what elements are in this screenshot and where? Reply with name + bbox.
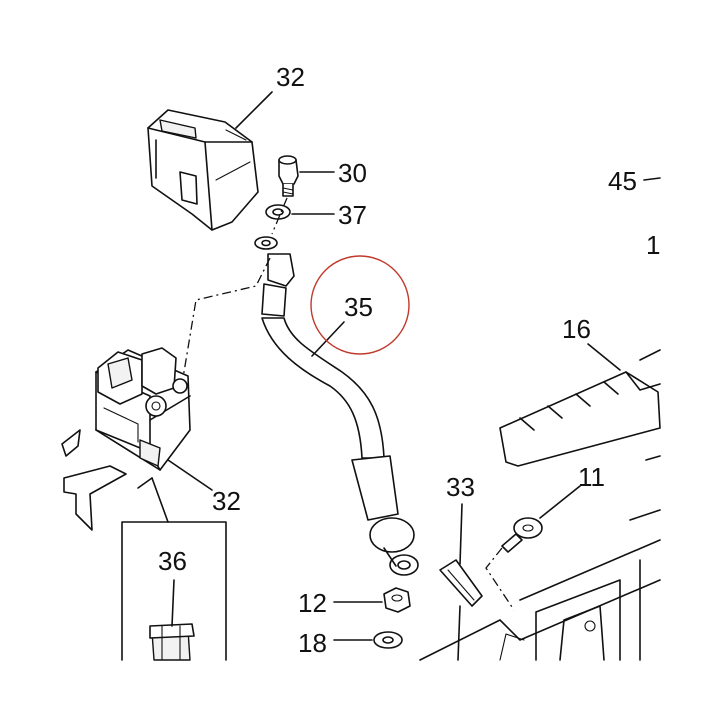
callout-32-bottom: 32 bbox=[212, 486, 241, 516]
callout-33: 33 bbox=[446, 472, 475, 502]
assembly-centerline-bolt bbox=[271, 197, 288, 235]
leader-45 bbox=[643, 177, 661, 181]
callout-1: 1 bbox=[646, 230, 660, 260]
leader-32-top bbox=[235, 91, 273, 129]
callout-11: 11 bbox=[578, 462, 605, 492]
callout-45: 45 bbox=[608, 166, 637, 196]
callout-35: 35 bbox=[344, 292, 373, 322]
starter-relay-part bbox=[95, 347, 191, 471]
battery-cable-part bbox=[254, 236, 419, 576]
battery-tray-part bbox=[419, 455, 661, 661]
callout-36: 36 bbox=[158, 546, 187, 576]
callout-16: 16 bbox=[562, 314, 591, 344]
clip-part bbox=[439, 559, 483, 661]
bracket-part bbox=[499, 349, 661, 467]
callout-32-top: 32 bbox=[276, 62, 305, 92]
leader-11 bbox=[539, 485, 581, 519]
fuse-detail-frame bbox=[121, 477, 227, 661]
leader-32-bottom bbox=[167, 459, 213, 491]
assembly-centerline-screw bbox=[485, 547, 515, 611]
assembly-centerline-terminal bbox=[181, 257, 271, 385]
highlight-circle bbox=[310, 255, 410, 355]
mounting-bracket-part bbox=[61, 429, 127, 531]
nut-part bbox=[383, 587, 411, 613]
relay-cover-part bbox=[147, 109, 259, 231]
callout-12: 12 bbox=[298, 588, 327, 618]
screw-part bbox=[501, 517, 543, 553]
callout-18: 18 bbox=[298, 628, 327, 658]
leader-33 bbox=[459, 503, 463, 565]
leader-35 bbox=[311, 321, 345, 357]
washer-part bbox=[265, 204, 291, 220]
bolt-part bbox=[278, 155, 299, 197]
callout-37: 37 bbox=[338, 200, 367, 230]
leader-16 bbox=[587, 343, 621, 371]
fuse-part bbox=[149, 623, 195, 661]
callout-30: 30 bbox=[338, 158, 367, 188]
lower-washer-part bbox=[373, 631, 403, 649]
leader-36 bbox=[171, 579, 175, 627]
